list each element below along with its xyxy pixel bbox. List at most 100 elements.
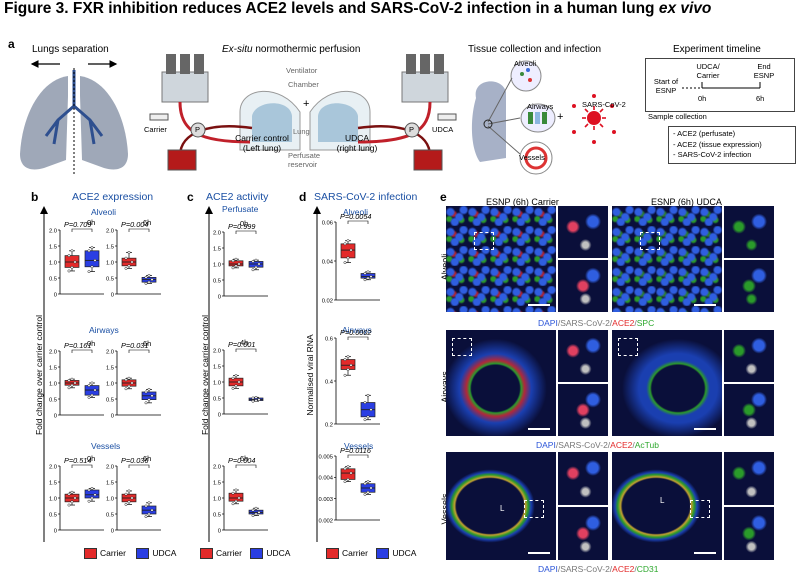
p-value: P=0.0002: [340, 328, 371, 337]
tick-label: 2.0: [213, 230, 221, 236]
legend-c: Carrier UDCA: [200, 548, 290, 560]
box-plot-b-alveoli-0h: 2.01.51.00.50P=0.709: [49, 220, 104, 298]
data-point: [369, 408, 373, 412]
significance-bracket: [71, 228, 93, 232]
micrograph-inset: [558, 330, 608, 382]
data-point: [67, 492, 71, 496]
p-value: P=0.036: [121, 456, 149, 465]
data-point: [147, 398, 151, 402]
alveoli-label: Alveoli: [514, 59, 537, 68]
data-point: [144, 515, 148, 519]
tick-label: 2.0: [213, 348, 221, 354]
data-point: [150, 394, 154, 398]
tick-label: 1.5: [106, 244, 114, 250]
p-value: P=0.004: [228, 456, 255, 465]
box-plot-d-airways: 0.60.40.2P=0.0002: [325, 328, 380, 428]
box-plot-d-alveoli: 0.060.040.02P=0.0054: [322, 212, 380, 304]
tick-label: 2.0: [106, 464, 114, 470]
tissue-collection-diagram: +: [471, 60, 616, 175]
tick-label: 0: [111, 413, 114, 419]
data-point: [90, 393, 94, 397]
tick-label: 1.5: [49, 480, 57, 486]
box-plot-c-perfusate-0h: 2.01.51.00.50P=0.999: [213, 222, 268, 300]
data-point: [234, 384, 238, 388]
data-point: [363, 418, 367, 422]
data-point: [257, 510, 261, 514]
tick-label: 1.0: [49, 381, 57, 387]
legend-udca-swatch: [250, 548, 264, 560]
panel-c-label: c: [187, 190, 194, 204]
legend-udca-swatch: [376, 548, 390, 560]
p-value: P=0.161: [64, 341, 91, 350]
significance-bracket: [235, 348, 257, 352]
p-value: P=0.004: [121, 220, 148, 229]
c-time-0: 0h: [240, 219, 249, 228]
data-point: [144, 401, 148, 405]
significance-bracket: [128, 349, 150, 353]
scale-bar: [694, 552, 716, 554]
data-point: [147, 387, 151, 391]
panel-e-label: e: [440, 190, 447, 204]
b-section-vessels: Vessels: [91, 441, 121, 451]
data-point: [343, 373, 347, 377]
p-value: P=0.001: [228, 340, 255, 349]
data-point: [130, 260, 134, 264]
micrograph-inset: [724, 206, 774, 258]
significance-bracket: [235, 230, 257, 234]
scale-bar: [694, 304, 716, 306]
tick-label: 1.0: [213, 380, 221, 386]
data-point: [343, 480, 347, 484]
micrograph-inset: [724, 507, 774, 560]
panel-a-label: a: [8, 37, 15, 51]
tick-label: 0: [218, 412, 221, 418]
box-plot-b-vessels-6h: 2.01.51.00.50P=0.036: [106, 456, 161, 534]
p-value: P=0.0054: [340, 212, 371, 221]
data-point: [144, 504, 148, 508]
tick-label: 0.003: [318, 497, 333, 503]
data-point: [366, 490, 370, 494]
b-section-airways: Airways: [89, 325, 119, 335]
legend-d: Carrier UDCA: [326, 548, 416, 560]
data-point: [369, 486, 373, 490]
tick-label: 0.5: [106, 276, 114, 282]
panel-b-title: ACE2 expression: [72, 191, 154, 203]
significance-bracket: [71, 349, 93, 353]
data-point: [349, 248, 353, 252]
tick-label: 1.5: [106, 480, 114, 486]
data-point: [363, 278, 367, 282]
micrograph-inset: [558, 260, 608, 312]
significance-bracket: [347, 454, 369, 458]
p-value: P=0.0116: [340, 446, 372, 455]
chamber-label: Chamber: [288, 80, 319, 89]
tick-label: 0.5: [49, 397, 57, 403]
tick-label: 1.5: [213, 364, 221, 370]
data-point: [366, 393, 370, 397]
tick-label: 0.5: [49, 512, 57, 518]
data-point: [93, 258, 97, 262]
box-plot-c-perfusate-6h: 2.01.51.00.50P=0.004: [213, 456, 268, 534]
carrier-control-label: Carrier control(Left lung): [235, 133, 289, 153]
virus-label: SARS-CoV-2: [582, 100, 626, 109]
scale-bar: [528, 304, 550, 306]
lumen-label: L: [500, 504, 505, 513]
micrograph-inset: [724, 260, 774, 312]
timeline-line: [682, 82, 761, 89]
micrograph-inset: [724, 330, 774, 382]
tick-label: 2.0: [213, 464, 221, 470]
data-point: [67, 269, 71, 273]
timeline-box: [645, 58, 795, 112]
tick-label: 0: [111, 528, 114, 534]
p-value: P=0.999: [228, 222, 255, 231]
data-point: [127, 500, 131, 504]
data-point: [369, 275, 373, 279]
data-point: [90, 265, 94, 269]
data-point: [346, 355, 350, 359]
tick-label: 2.0: [106, 228, 114, 234]
panel-d-title: SARS-CoV-2 infection: [314, 191, 418, 203]
data-point: [150, 278, 154, 282]
box-udca: [84, 250, 100, 268]
panel-c-title: ACE2 activity: [206, 191, 269, 203]
data-point: [366, 415, 370, 419]
micrograph-alveoli-carrier: [446, 206, 556, 312]
